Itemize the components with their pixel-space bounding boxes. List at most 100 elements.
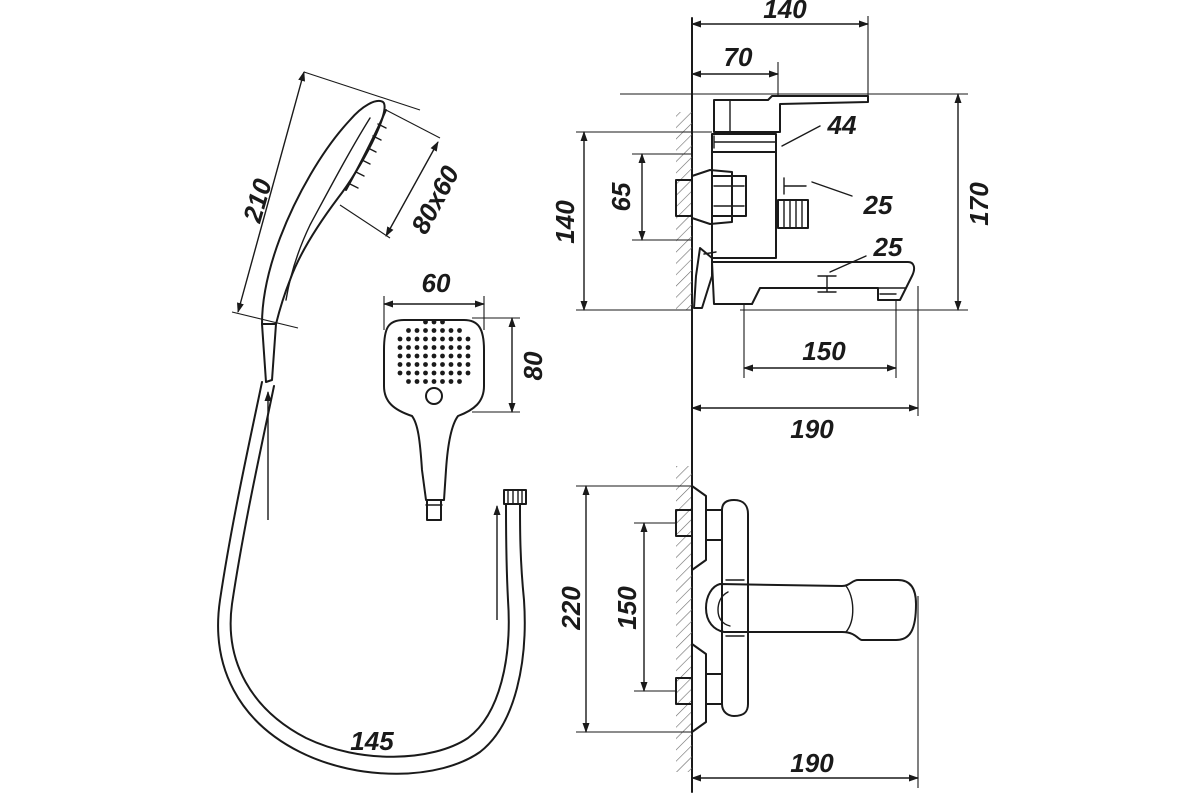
body-height-140-dimension: 140 bbox=[550, 131, 712, 311]
spray-nozzle bbox=[423, 379, 428, 384]
spray-nozzle bbox=[423, 336, 428, 342]
dimension-label-140-side: 140 bbox=[550, 200, 580, 244]
spray-nozzle bbox=[457, 345, 462, 350]
dimension-label-170: 170 bbox=[964, 182, 994, 226]
spray-nozzle bbox=[414, 345, 420, 350]
dimension-label-80x60: 80x60 bbox=[405, 160, 466, 238]
hose-length-dimension: 145 bbox=[264, 391, 501, 756]
spray-nozzle bbox=[457, 328, 462, 333]
dimension-label-190-top: 190 bbox=[790, 414, 834, 444]
body-width-44-dimension: 44 bbox=[713, 110, 857, 149]
wall-hatch-top bbox=[676, 112, 692, 310]
spray-nozzle bbox=[448, 379, 454, 384]
spray-nozzle bbox=[448, 353, 454, 359]
spray-nozzle bbox=[423, 353, 428, 359]
dimension-label-220: 220 bbox=[556, 586, 586, 631]
head-width-dimension: 60 bbox=[383, 268, 485, 330]
dimension-label-70: 70 bbox=[724, 42, 753, 72]
spray-nozzle bbox=[465, 370, 471, 376]
dimension-label-65: 65 bbox=[606, 182, 636, 211]
spray-nozzle bbox=[406, 328, 411, 333]
spray-nozzle bbox=[457, 370, 462, 376]
spray-nozzle bbox=[414, 379, 420, 384]
spray-nozzle bbox=[448, 336, 454, 342]
dimension-label-60: 60 bbox=[422, 268, 451, 298]
pipe-25-lower-leader: 25 bbox=[829, 232, 903, 273]
dimension-label-150-inlet: 150 bbox=[612, 586, 642, 630]
inlet-spacing-150-dimension: 150 bbox=[612, 522, 676, 692]
spray-nozzle bbox=[457, 336, 462, 342]
hand-shower-side bbox=[231, 71, 421, 383]
spray-nozzle bbox=[406, 353, 411, 359]
dimension-label-25-upper: 25 bbox=[863, 190, 893, 220]
spray-nozzle bbox=[440, 345, 445, 350]
head-height-dimension: 80 bbox=[472, 317, 548, 413]
spray-nozzle bbox=[431, 362, 437, 367]
spray-nozzle bbox=[440, 353, 445, 359]
spray-nozzle bbox=[440, 328, 445, 333]
spray-nozzle bbox=[457, 362, 462, 367]
spray-nozzle bbox=[448, 370, 454, 376]
spray-nozzle bbox=[414, 328, 420, 333]
spray-nozzle bbox=[406, 336, 411, 342]
spray-nozzle bbox=[397, 336, 403, 342]
spout-150-dimension: 150 bbox=[743, 300, 897, 378]
spray-nozzle bbox=[423, 362, 428, 367]
shower-hose bbox=[217, 381, 527, 775]
top-width-140-dimension: 140 bbox=[691, 0, 869, 96]
spray-nozzle bbox=[457, 379, 462, 384]
pipe-25-upper-leader: 25 bbox=[811, 181, 893, 220]
dimension-label-44: 44 bbox=[827, 110, 857, 140]
spray-nozzle bbox=[431, 328, 437, 333]
spray-nozzle bbox=[397, 345, 403, 350]
spray-nozzle bbox=[423, 319, 428, 325]
spray-nozzle bbox=[465, 336, 471, 342]
dimension-label-145: 145 bbox=[350, 726, 394, 756]
spray-nozzle bbox=[406, 379, 411, 384]
spray-nozzle bbox=[440, 370, 445, 376]
dimension-label-25-lower: 25 bbox=[873, 232, 903, 262]
spray-nozzle bbox=[440, 319, 445, 325]
total-height-170-dimension: 170 bbox=[620, 93, 994, 311]
dimension-label-150-spout: 150 bbox=[802, 336, 846, 366]
spray-nozzle bbox=[465, 362, 471, 367]
wall-hatch-bottom bbox=[676, 466, 692, 772]
head-size-dimension: 80x60 bbox=[339, 109, 466, 239]
spray-nozzle bbox=[414, 362, 420, 367]
spray-nozzle bbox=[423, 370, 428, 376]
handset-length-dimension: 210 bbox=[237, 71, 305, 313]
spray-nozzle bbox=[431, 353, 437, 359]
spray-nozzle bbox=[397, 353, 403, 359]
spray-nozzle bbox=[423, 328, 428, 333]
spray-nozzle bbox=[431, 336, 437, 342]
spray-nozzle bbox=[397, 370, 403, 376]
spray-nozzle bbox=[431, 345, 437, 350]
spray-nozzle bbox=[457, 353, 462, 359]
spray-nozzle bbox=[406, 345, 411, 350]
spray-nozzle bbox=[448, 328, 454, 333]
mixer-front-view bbox=[675, 466, 917, 772]
dimension-label-190-front: 190 bbox=[790, 748, 834, 778]
spray-nozzles-front bbox=[397, 319, 471, 384]
spray-nozzle bbox=[414, 353, 420, 359]
spray-nozzle bbox=[423, 345, 428, 350]
spray-nozzle bbox=[431, 379, 437, 384]
spray-nozzle bbox=[465, 345, 471, 350]
spray-nozzle bbox=[440, 362, 445, 367]
dimension-label-80: 80 bbox=[518, 351, 548, 380]
dimension-label-140-top: 140 bbox=[763, 0, 807, 24]
spray-nozzle bbox=[406, 362, 411, 367]
spray-nozzle bbox=[431, 319, 437, 325]
spout-190-top-dimension: 190 bbox=[691, 286, 919, 444]
spray-nozzle bbox=[440, 336, 445, 342]
spray-nozzle bbox=[406, 370, 411, 376]
spray-nozzle bbox=[414, 370, 420, 376]
spray-nozzle bbox=[414, 336, 420, 342]
front-height-220-dimension: 220 bbox=[556, 485, 692, 733]
top-width-70-dimension: 70 bbox=[691, 42, 779, 96]
spray-nozzle bbox=[431, 370, 437, 376]
dimension-label-210: 210 bbox=[237, 175, 278, 226]
spray-nozzle bbox=[397, 362, 403, 367]
spray-nozzle bbox=[448, 345, 454, 350]
